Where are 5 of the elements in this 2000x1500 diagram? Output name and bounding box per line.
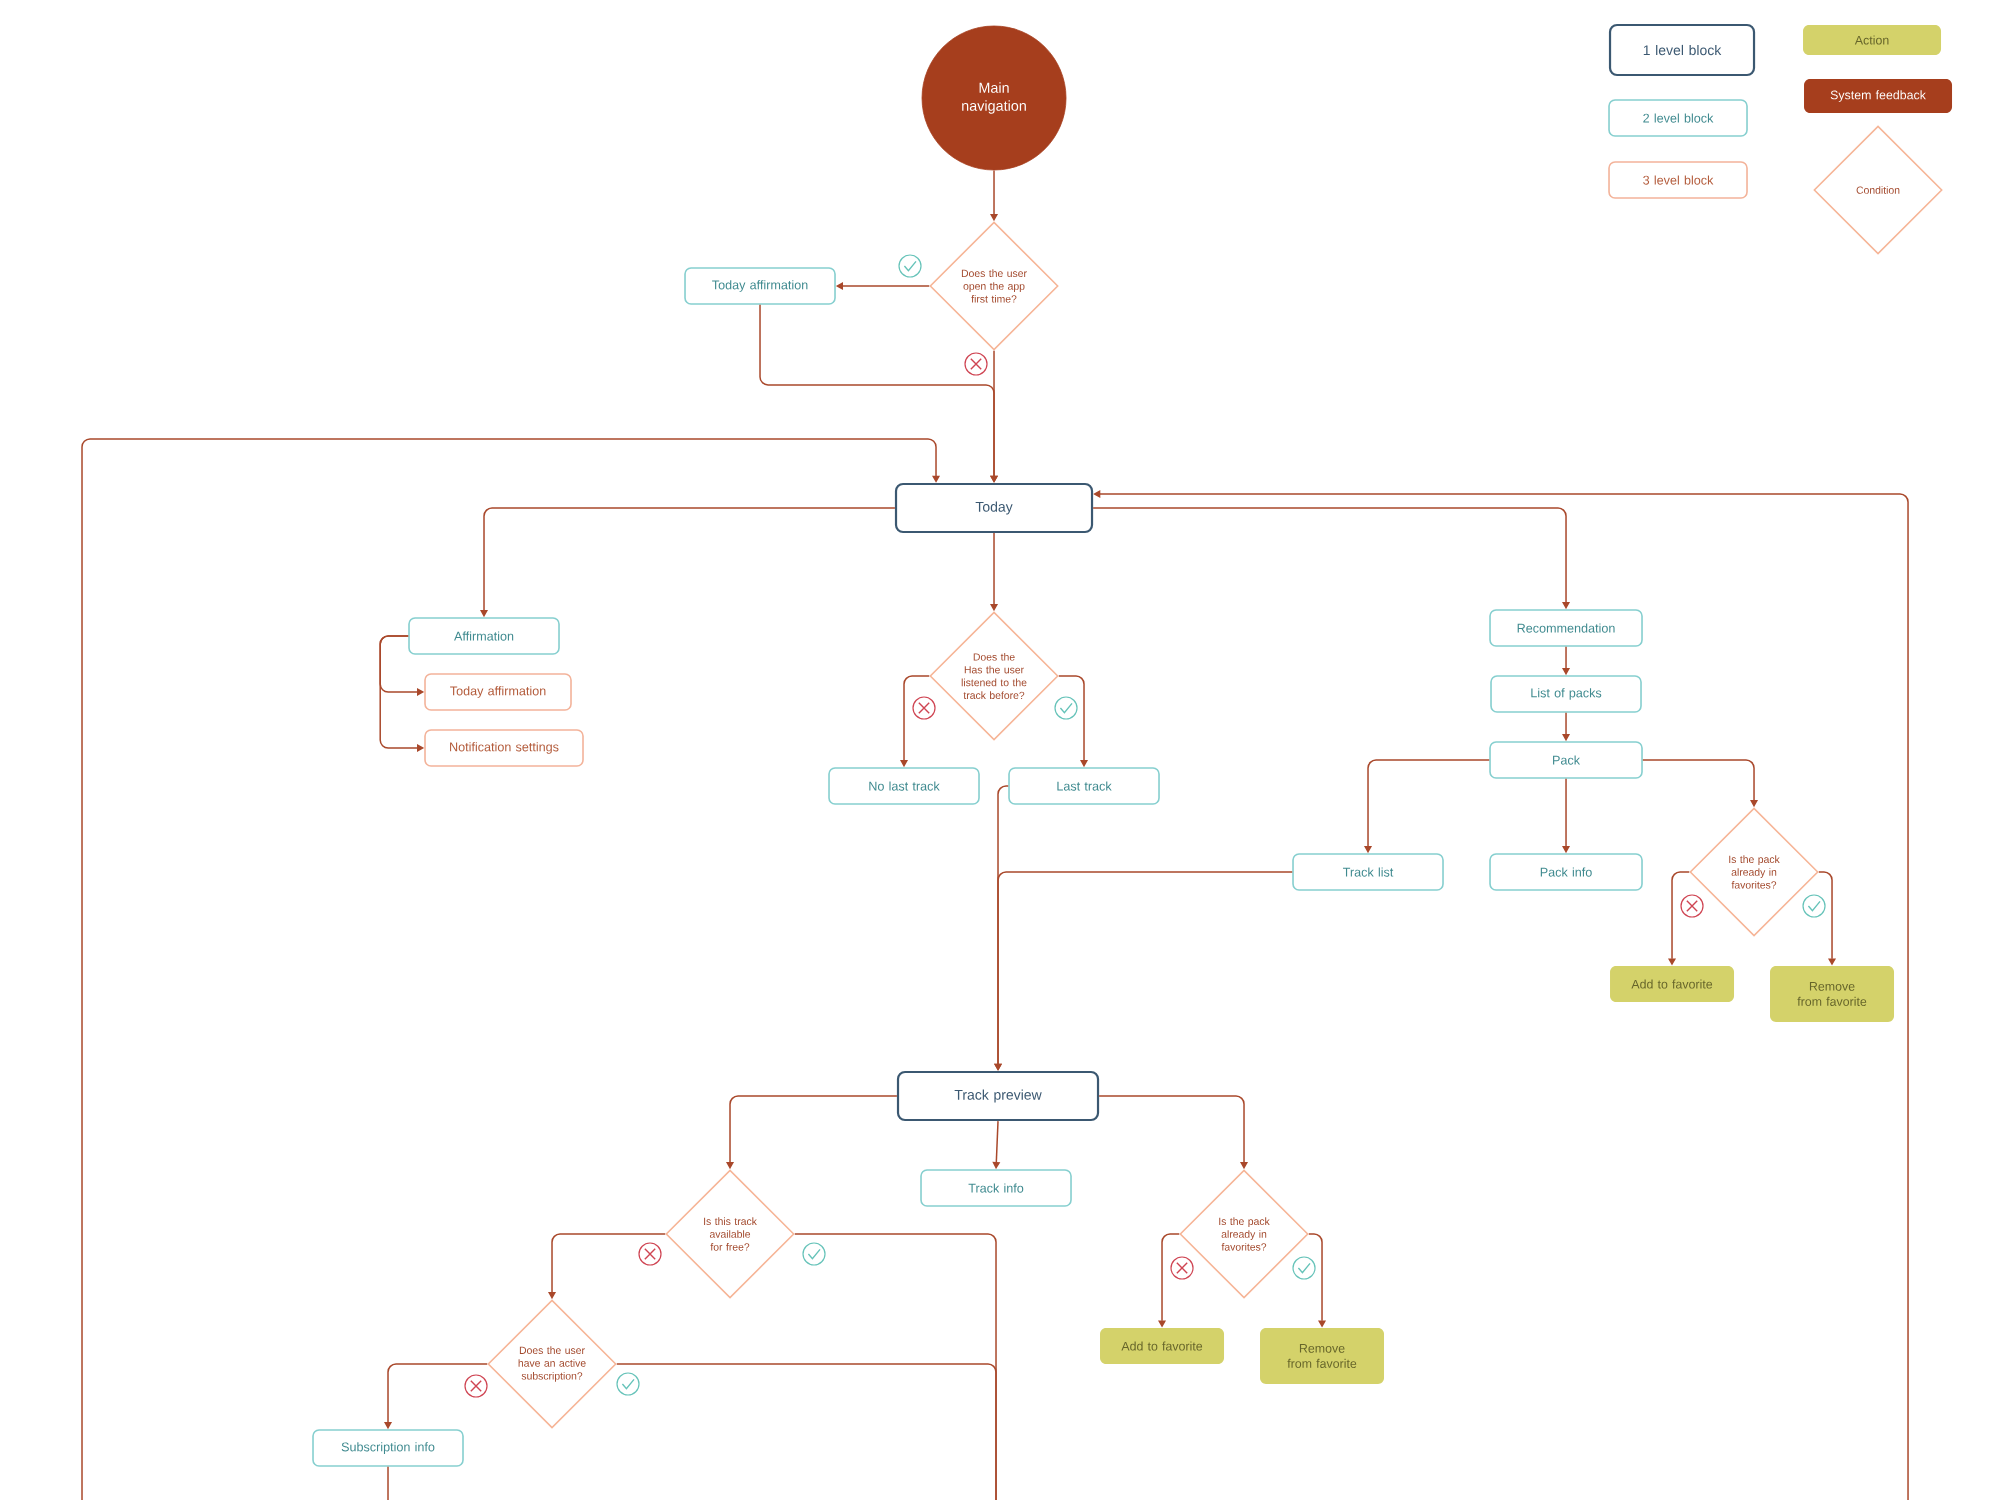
arrow: [759, 304, 999, 483]
arrow: [994, 871, 1293, 1071]
connector-line: [387, 1466, 389, 1500]
connector-line: [616, 1363, 997, 1500]
arrow: [81, 438, 941, 1500]
